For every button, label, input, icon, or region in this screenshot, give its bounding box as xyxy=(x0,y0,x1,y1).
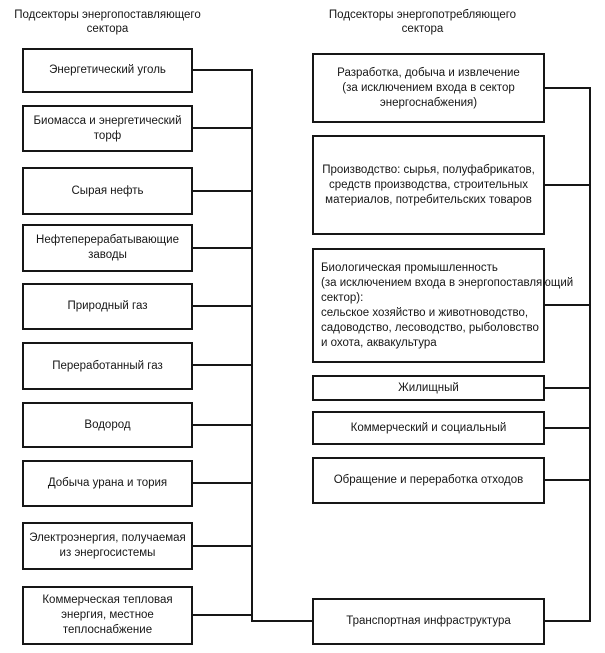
connector-left-5 xyxy=(192,305,253,307)
connector-left-10 xyxy=(192,614,253,616)
box-label: Коммерческая тепловая энергия, местное т… xyxy=(42,594,173,636)
box-label: Производство: сырья, полуфабрикатов, сре… xyxy=(322,163,535,206)
connector-left-4 xyxy=(192,247,253,249)
box-label: Водород xyxy=(84,418,131,431)
box-label: Коммерческий и социальный xyxy=(350,421,507,434)
connector-left-8 xyxy=(192,482,253,484)
box-processed-gas: Переработанный газ xyxy=(22,342,193,390)
connector-left-6 xyxy=(192,364,253,366)
left-column-header: Подсекторы энергопоставляющего сектора xyxy=(14,9,201,35)
box-uranium-thorium-mining: Добыча урана и тория xyxy=(22,460,193,507)
box-label: Биомасса и энергетический торф xyxy=(33,114,182,142)
box-label: Биологическая промышленность (за исключе… xyxy=(321,261,574,349)
box-oil-refineries: Нефтеперерабатывающие заводы xyxy=(22,224,193,272)
box-residential: Жилищный xyxy=(312,375,545,401)
connector-left-7 xyxy=(192,424,253,426)
box-transport-infrastructure: Транспортная инфраструктура xyxy=(312,598,545,645)
box-manufacturing: Производство: сырья, полуфабрикатов, сре… xyxy=(312,135,545,235)
box-commercial-heat: Коммерческая тепловая энергия, местное т… xyxy=(22,586,193,645)
box-label: Транспортная инфраструктура xyxy=(346,615,511,627)
box-label: Жилищный xyxy=(398,381,459,394)
box-label: Добыча урана и тория xyxy=(47,477,168,489)
connector-right-3 xyxy=(543,304,591,306)
right-bus-line xyxy=(589,87,591,622)
box-grid-electricity: Электроэнергия, получаемая из энергосист… xyxy=(22,522,193,570)
connector-right-4 xyxy=(543,387,591,389)
box-label: Переработанный газ xyxy=(52,359,163,372)
connector-left-1 xyxy=(192,69,253,71)
box-label: Обращение и переработка отходов xyxy=(333,474,524,486)
box-label: Природный газ xyxy=(67,300,148,312)
connector-right-5 xyxy=(543,427,591,429)
box-label: Сырая нефть xyxy=(71,184,144,197)
connector-left-3 xyxy=(192,190,253,192)
box-biological-industry: Биологическая промышленность (за исключе… xyxy=(312,248,573,363)
box-label: Нефтеперерабатывающие заводы xyxy=(36,234,179,261)
box-steam-coal: Энергетический уголь xyxy=(22,48,193,93)
box-natural-gas: Природный газ xyxy=(22,283,193,330)
box-label: Энергетический уголь xyxy=(49,64,166,76)
box-label: Электроэнергия, получаемая из энергосист… xyxy=(29,532,186,559)
connector-bus-to-transport xyxy=(251,620,314,622)
left-bus-line xyxy=(251,69,253,622)
connector-right-6 xyxy=(543,479,591,481)
box-biomass-peat: Биомасса и энергетический торф xyxy=(22,105,193,152)
box-commercial-social: Коммерческий и социальный xyxy=(312,411,545,445)
connector-left-2 xyxy=(192,127,253,129)
connector-right-1 xyxy=(543,87,591,89)
connector-right-7 xyxy=(543,620,591,622)
box-waste-management: Обращение и переработка отходов xyxy=(312,457,545,504)
right-column-header: Подсекторы энергопотребляющего сектора xyxy=(328,9,517,35)
box-hydrogen: Водород xyxy=(22,402,193,448)
connector-right-2 xyxy=(543,184,591,186)
box-crude-oil: Сырая нефть xyxy=(22,167,193,215)
box-label: Разработка, добыча и извлечение (за искл… xyxy=(337,66,520,109)
box-mining-extraction: Разработка, добыча и извлечение (за искл… xyxy=(312,53,545,123)
connector-left-9 xyxy=(192,545,253,547)
